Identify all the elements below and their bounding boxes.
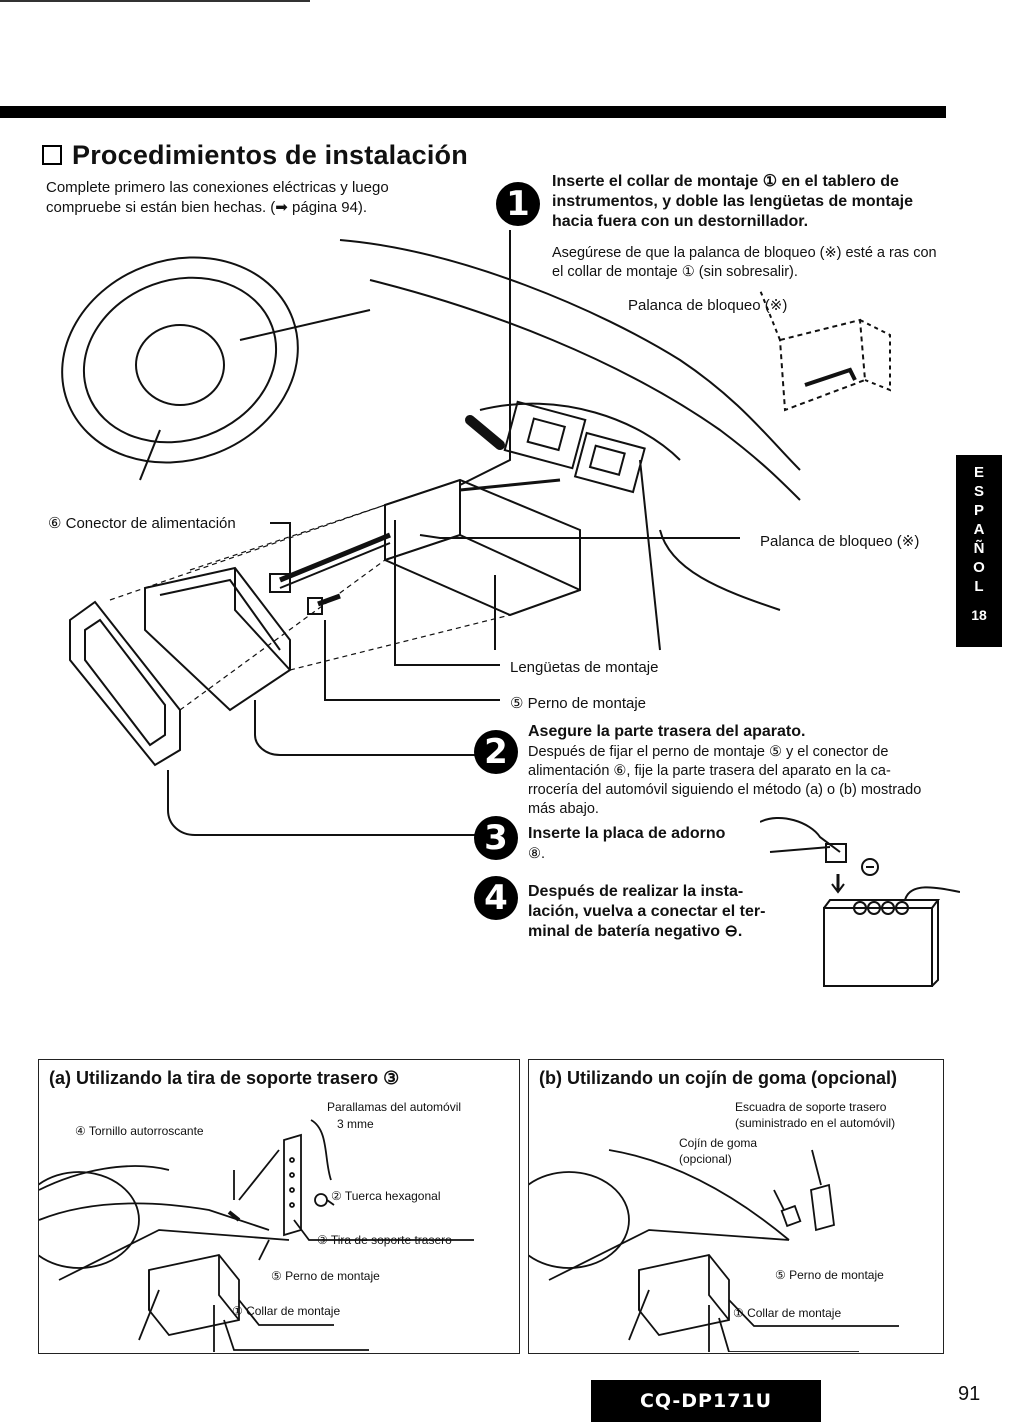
panel-b-cushion-label-1: Cojín de goma (679, 1136, 758, 1150)
mounting-bolt-label: ⑤ Perno de montaje (510, 695, 647, 712)
step-1-heading: Inserte el collar de montaje ① en el tab… (552, 173, 913, 230)
panel-a: (a) Utilizando la tira de soporte traser… (38, 1059, 520, 1354)
tab-letter: A (973, 521, 985, 538)
panel-b-title: (b) Utilizando un cojín de goma (opciona… (539, 1068, 897, 1088)
panel-a-collar-label: ① Collar de montaje (232, 1304, 341, 1318)
step-2-heading: Asegure la parte trasera del aparato. (528, 723, 806, 740)
step-3-body: ⑧. (528, 846, 546, 862)
tab-letter: O (973, 559, 985, 576)
panel-b-illustration (529, 1149, 899, 1352)
panel-b-bracket-label-1: Escuadra de soporte trasero (735, 1100, 887, 1114)
panel-b-cushion-label-2: (opcional) (679, 1152, 732, 1166)
panel-a-screw-label: ④ Tornillo autorroscante (75, 1124, 204, 1138)
tab-letter: Ñ (973, 540, 985, 557)
lock-lever-label-top: Palanca de bloqueo (※) (628, 297, 788, 314)
model-number-badge: CQ-DP171U (591, 1380, 821, 1422)
step-3-badge: 3 (474, 816, 518, 860)
tab-letter: L (974, 578, 984, 595)
step-4-heading: Después de realizar la insta-lación, vue… (528, 883, 766, 940)
tab-letter: E (973, 464, 984, 481)
page-title: Procedimientos de instalación (42, 140, 468, 171)
lock-lever-label-right: Palanca de bloqueo (※) (760, 533, 920, 550)
panel-a-bolt-label: ⑤ Perno de montaje (271, 1269, 380, 1283)
language-tab: E S P A Ñ O L 18 (956, 455, 1002, 647)
panel-b-bracket-label-2: (suministrado en el automóvil) (735, 1116, 896, 1130)
page-title-text: Procedimientos de instalación (72, 140, 468, 170)
step-1-body: Asegúrese de que la palanca de bloqueo (… (552, 245, 937, 280)
mounting-tabs-label: Lengüetas de montaje (510, 659, 659, 676)
step-4-badge: 4 (474, 876, 518, 920)
panel-a-strap-label: ③ Tira de soporte trasero (317, 1233, 452, 1247)
tab-letter: P (973, 502, 984, 519)
step-2-badge: 2 (474, 730, 518, 774)
page-number: 91 (958, 1383, 981, 1405)
panel-a-title: (a) Utilizando la tira de soporte traser… (49, 1068, 400, 1088)
panel-b-collar-label: ① Collar de montaje (733, 1306, 842, 1320)
tab-letter: S (973, 483, 984, 500)
panel-a-hex-nut-label: ② Tuerca hexagonal (331, 1189, 441, 1203)
header-bar (0, 106, 946, 118)
panel-a-firewall-label: Parallamas del automóvil (327, 1100, 462, 1114)
panel-b: (b) Utilizando un cojín de goma (opciona… (528, 1059, 944, 1354)
panel-a-3mm-label: 3 mme (337, 1117, 374, 1131)
checkbox-square-icon (42, 145, 62, 165)
step-3-heading: Inserte la placa de adorno (528, 825, 726, 842)
installation-diagram (61, 230, 891, 836)
top-rule (0, 0, 310, 2)
battery-illustration (760, 817, 960, 987)
intro-text: Complete primero las conexiones eléctric… (46, 179, 389, 216)
section-number: 18 (971, 607, 987, 623)
step-1-badge: 1 (496, 182, 540, 226)
step-2-body: Después de fijar el perno de montaje ⑤ y… (528, 744, 922, 817)
panel-b-bolt-label: ⑤ Perno de montaje (775, 1268, 884, 1282)
panel-a-illustration (39, 1119, 474, 1352)
power-connector-label: ⑥ Conector de alimentación (48, 515, 236, 532)
